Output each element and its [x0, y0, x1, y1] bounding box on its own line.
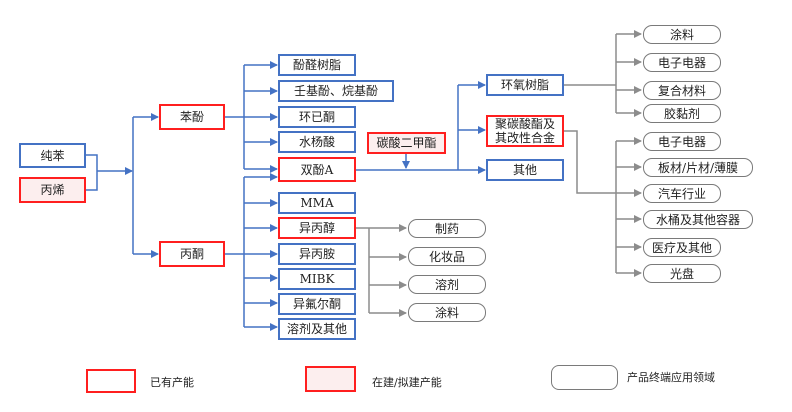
node-acetone: 丙酮	[159, 241, 225, 267]
node-salicylic-acid: 水杨酸	[278, 131, 356, 153]
node-mma: MMA	[278, 192, 356, 214]
node-other: 其他	[486, 159, 564, 181]
node-pure-benzene: 纯苯	[19, 143, 86, 168]
end-use-pc-optical-disc: 光盘	[643, 264, 721, 283]
legend-label-existing: 已有产能	[150, 376, 194, 389]
end-use-epoxy-adhesive: 胶黏剂	[643, 104, 721, 123]
end-use-ipa-pharma: 制药	[408, 219, 486, 238]
node-polycarbonate: 聚碳酸酯及其改性合金	[486, 115, 564, 147]
node-isopropylamine: 异丙胺	[278, 243, 356, 265]
legend-swatch-planned	[305, 366, 356, 392]
legend-swatch-existing	[86, 369, 136, 393]
node-propylene: 丙烯	[19, 177, 86, 203]
end-use-pc-medical: 医疗及其他	[643, 238, 721, 257]
node-isophorone: 异氟尔酮	[278, 293, 356, 315]
legend-swatch-end-use	[551, 365, 618, 390]
node-phenol: 苯酚	[159, 104, 225, 130]
legend-label-planned: 在建/拟建产能	[372, 376, 442, 389]
end-use-epoxy-electronics: 电子电器	[643, 53, 721, 72]
node-phenolic-resin: 酚醛树脂	[278, 54, 356, 76]
node-nonylphenol: 壬基酚、烷基酚	[278, 80, 394, 102]
end-use-epoxy-composites: 复合材料	[643, 81, 721, 100]
end-use-pc-electronics: 电子电器	[643, 132, 721, 151]
node-cyclohexanone: 环已酮	[278, 106, 356, 128]
end-use-ipa-solvent: 溶剂	[408, 275, 486, 294]
end-use-pc-containers: 水桶及其他容器	[643, 210, 753, 229]
node-solvent-other: 溶剂及其他	[278, 318, 356, 340]
node-mibk: MIBK	[278, 268, 356, 290]
legend-label-end-use: 产品终端应用领域	[627, 371, 715, 384]
node-dmc: 碳酸二甲酯	[367, 132, 446, 154]
node-bisphenol-a: 双酚A	[278, 157, 356, 182]
end-use-pc-sheets: 板材/片材/薄膜	[643, 158, 753, 177]
end-use-ipa-coating: 涂料	[408, 303, 486, 322]
end-use-ipa-cosmetics: 化妆品	[408, 247, 486, 266]
node-epoxy-resin: 环氧树脂	[486, 74, 564, 96]
end-use-epoxy-coating: 涂料	[643, 25, 721, 44]
end-use-pc-automotive: 汽车行业	[643, 184, 721, 203]
node-isopropanol: 异丙醇	[278, 217, 356, 239]
